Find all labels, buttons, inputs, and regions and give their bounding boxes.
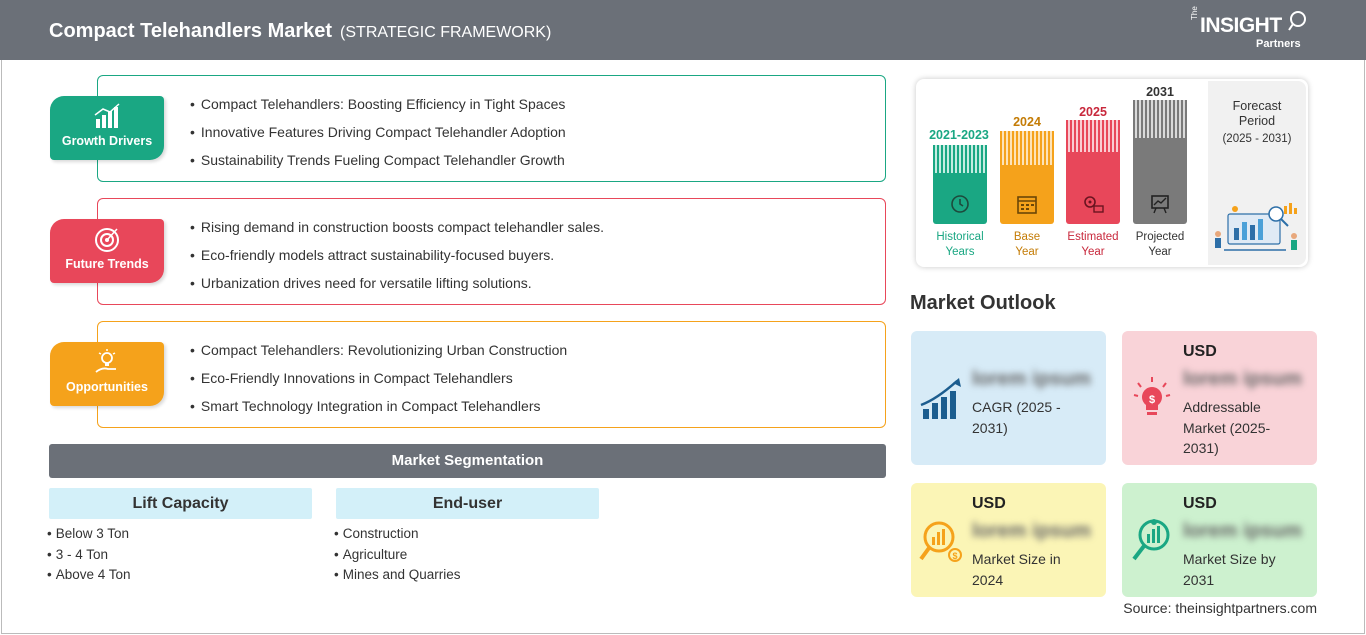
segment-header-lift-capacity: Lift Capacity [49, 488, 312, 519]
future-trends-box: Rising demand in construction boosts com… [97, 198, 886, 305]
lightbulb-hand-icon [95, 349, 116, 373]
outlook-card-market-size-2024: USD lorem ipsum $ Market Size in 2024 [911, 483, 1106, 597]
future-trends-list: Rising demand in construction boosts com… [190, 218, 604, 302]
outlook-card-market-size-2031: USD lorem ipsum Market Size by 2031 [1122, 483, 1317, 597]
usd-label: USD [972, 495, 1006, 512]
outlook-desc: CAGR (2025 - 2031) [972, 399, 1061, 436]
logo-partners: Partners [1256, 38, 1301, 50]
label-line: Base [1013, 231, 1041, 243]
title-subtitle: (STRATEGIC FRAMEWORK) [340, 24, 552, 41]
forecast-title-line: Period [1238, 114, 1276, 128]
timeline-bar-historical [933, 145, 987, 224]
title-text: Compact Telehandlers Market [49, 20, 333, 42]
forecast-period: (2025 - 2031) [1222, 133, 1292, 145]
target-icon [95, 228, 119, 252]
list-item: 3 - 4 Ton [47, 547, 131, 568]
usd-label: USD [1183, 495, 1217, 512]
outlook-card-addressable-market: USD lorem ipsum $ Addressable Market (20… [1122, 331, 1317, 465]
future-trends-badge: Future Trends [50, 219, 164, 283]
timeline-year: 2021-2023 [929, 128, 989, 142]
usd-label: USD [1183, 343, 1217, 360]
blurred-value: lorem ipsum [972, 520, 1091, 542]
label-line: Year [1015, 246, 1039, 258]
logo-insight: INSIGHT [1200, 14, 1282, 37]
label-line: Estimated [1067, 231, 1119, 243]
badge-label: Opportunities [66, 380, 148, 394]
label-line: Year [1148, 246, 1172, 258]
blurred-value: lorem ipsum [1183, 520, 1302, 542]
timeline-year: 2024 [1013, 115, 1041, 129]
opportunities-box: Compact Telehandlers: Revolutionizing Ur… [97, 321, 886, 428]
list-item: Compact Telehandlers: Boosting Efficienc… [190, 95, 566, 123]
list-item: Compact Telehandlers: Revolutionizing Ur… [190, 341, 567, 369]
outlook-card-cagr: lorem ipsum CAGR (2025 - 2031) [911, 331, 1106, 465]
list-item: Agriculture [334, 547, 461, 568]
bar-chart-growth-icon [94, 103, 120, 128]
forecast-title-line: Forecast [1232, 99, 1282, 113]
svg-text:$: $ [1149, 394, 1155, 406]
timeline-bar-estimated [1066, 120, 1120, 224]
page-title: Compact Telehandlers Market (STRATEGIC FR… [49, 20, 551, 43]
list-item: Construction [334, 526, 461, 547]
lift-capacity-list: Below 3 Ton 3 - 4 Ton Above 4 Ton [47, 526, 131, 588]
label-line: Years [945, 246, 975, 258]
badge-label: Growth Drivers [61, 134, 153, 148]
list-item: Smart Technology Integration in Compact … [190, 397, 567, 425]
blurred-value: lorem ipsum [972, 368, 1091, 390]
badge-label: Future Trends [65, 257, 149, 271]
calendar-icon [1017, 196, 1037, 214]
blurred-value: lorem ipsum [1183, 368, 1302, 390]
outlook-desc: Market Size by 2031 [1183, 551, 1276, 588]
list-item: Mines and Quarries [334, 567, 461, 588]
logo-the: The [1190, 6, 1199, 20]
growth-drivers-badge: Growth Drivers [50, 96, 164, 160]
growth-drivers-box: Compact Telehandlers: Boosting Efficienc… [97, 75, 886, 182]
timeline-year: 2031 [1146, 85, 1174, 99]
opportunities-badge: Opportunities [50, 342, 164, 406]
list-item: Eco-Friendly Innovations in Compact Tele… [190, 369, 567, 397]
segment-header-end-user: End-user [336, 488, 599, 519]
end-user-list: Construction Agriculture Mines and Quarr… [334, 526, 461, 588]
list-item: Above 4 Ton [47, 567, 131, 588]
history-clock-icon [951, 195, 969, 213]
analytics-illustration-icon [1215, 203, 1297, 251]
list-item: Urbanization drives need for versatile l… [190, 274, 604, 302]
projection-board-icon [1151, 195, 1169, 214]
source-credit: Source: theinsightpartners.com [1123, 600, 1317, 616]
outlook-desc: Addressable Market (2025-2031) [1183, 399, 1271, 456]
segmentation-title: Market Segmentation [49, 444, 886, 478]
logo-magnifier-icon [1288, 11, 1306, 31]
market-outlook-title: Market Outlook [910, 292, 1056, 314]
list-item: Rising demand in construction boosts com… [190, 218, 604, 246]
timeline-year: 2025 [1079, 105, 1107, 119]
magnifier-dollar-icon [1132, 519, 1170, 561]
insight-partners-logo[interactable]: The INSIGHT Partners [1190, 6, 1310, 54]
label-line: Projected [1135, 231, 1185, 243]
label-line: Historical [936, 231, 984, 243]
content-frame [1, 60, 1365, 634]
idea-dollar-bulb-icon: $ [1133, 377, 1171, 415]
list-item: Sustainability Trends Fueling Compact Te… [190, 151, 566, 179]
list-item: Eco-friendly models attract sustainabili… [190, 246, 604, 274]
timeline-bar-projected [1133, 100, 1187, 224]
svg-text:$: $ [952, 551, 957, 561]
growth-chart-icon [920, 378, 961, 419]
magnifier-chart-icon: $ [919, 521, 962, 562]
outlook-desc: Market Size in 2024 [972, 551, 1061, 588]
timeline-bar-base [1000, 131, 1054, 224]
list-item: Below 3 Ton [47, 526, 131, 547]
growth-drivers-list: Compact Telehandlers: Boosting Efficienc… [190, 95, 566, 179]
opportunities-list: Compact Telehandlers: Revolutionizing Ur… [190, 341, 567, 425]
estimate-gears-icon [1084, 196, 1104, 213]
header-bar: Compact Telehandlers Market (STRATEGIC FR… [0, 0, 1366, 60]
list-item: Innovative Features Driving Compact Tele… [190, 123, 566, 151]
label-line: Year [1081, 246, 1105, 258]
